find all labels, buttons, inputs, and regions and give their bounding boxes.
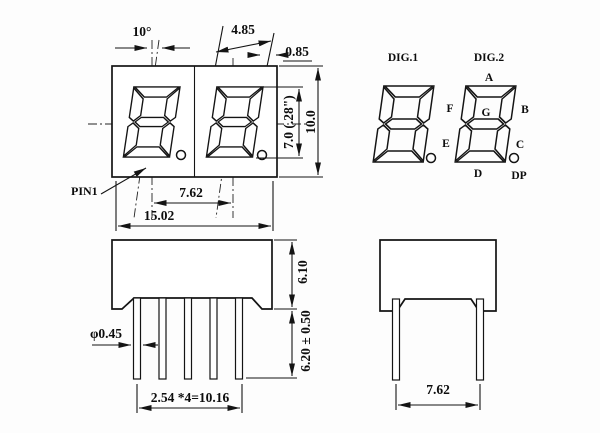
segment-e-label: E bbox=[442, 138, 450, 150]
segment-f-label: F bbox=[446, 103, 453, 115]
pin1-arrow bbox=[100, 167, 147, 195]
pin-length-dim: 6.20 ± 0.50 bbox=[298, 310, 313, 372]
digit-width-dim: 4.85 bbox=[231, 22, 255, 37]
pin-pitch-dim: 2.54 *4=10.16 bbox=[151, 390, 230, 405]
edge-offset-dim: 0.85 bbox=[285, 44, 309, 59]
dig1-label: DIG.1 bbox=[388, 52, 419, 64]
side-pin-4 bbox=[209, 297, 218, 380]
side-pin-5 bbox=[234, 297, 244, 380]
dig2-dp-circle bbox=[508, 152, 520, 164]
row-spacing-dim: 7.62 bbox=[426, 382, 450, 397]
pin1-label: PIN1 bbox=[71, 184, 98, 198]
segment-b-label: B bbox=[521, 104, 529, 116]
segment-d-label: D bbox=[474, 168, 482, 180]
side-body-outline bbox=[111, 239, 273, 310]
end-view: 7.62 bbox=[379, 239, 497, 410]
digit-pitch-dim: 7.62 bbox=[179, 185, 203, 200]
segment-c-label: C bbox=[516, 139, 524, 151]
end-body-outline bbox=[379, 239, 497, 312]
segment-diagram: DIG.1 DIG.2 A F G B E C D DP bbox=[372, 52, 529, 182]
end-pin-left bbox=[391, 298, 401, 381]
pin-diameter-dim: φ0.45 bbox=[90, 326, 122, 341]
dig2-label: DIG.2 bbox=[474, 52, 505, 64]
segment-a-label: A bbox=[485, 72, 494, 84]
side-pin-3 bbox=[183, 297, 193, 380]
end-pin-right bbox=[475, 298, 485, 381]
body-height-dim: 10.0 bbox=[303, 110, 318, 134]
side-pin-2 bbox=[158, 297, 167, 380]
front-digit1-dp-circle bbox=[175, 149, 187, 161]
front-digit2-dp-circle bbox=[256, 149, 268, 161]
side-pin-1 bbox=[132, 297, 142, 380]
segment-g-label: G bbox=[482, 107, 491, 119]
digit-height-dim: 7.0 (.28") bbox=[281, 95, 296, 149]
tilt-angle-label: 10° bbox=[133, 24, 152, 39]
dig1-digit bbox=[372, 85, 435, 163]
segment-dp-label: DP bbox=[511, 170, 526, 182]
body-width-dim: 15.02 bbox=[144, 208, 175, 223]
side-height-dim: 6.10 bbox=[295, 260, 310, 284]
dig1-dp-circle bbox=[425, 152, 437, 164]
digit-width-dim-line bbox=[215, 40, 272, 53]
front-view: 10° 4.85 0.85 7.0 (.28") 10.0 PIN1 7.62 … bbox=[71, 22, 323, 231]
side-view: 6.10 6.20 ± 0.50 φ0.45 2.54 *4=10.16 bbox=[90, 239, 313, 413]
dig2-digit bbox=[454, 85, 517, 163]
